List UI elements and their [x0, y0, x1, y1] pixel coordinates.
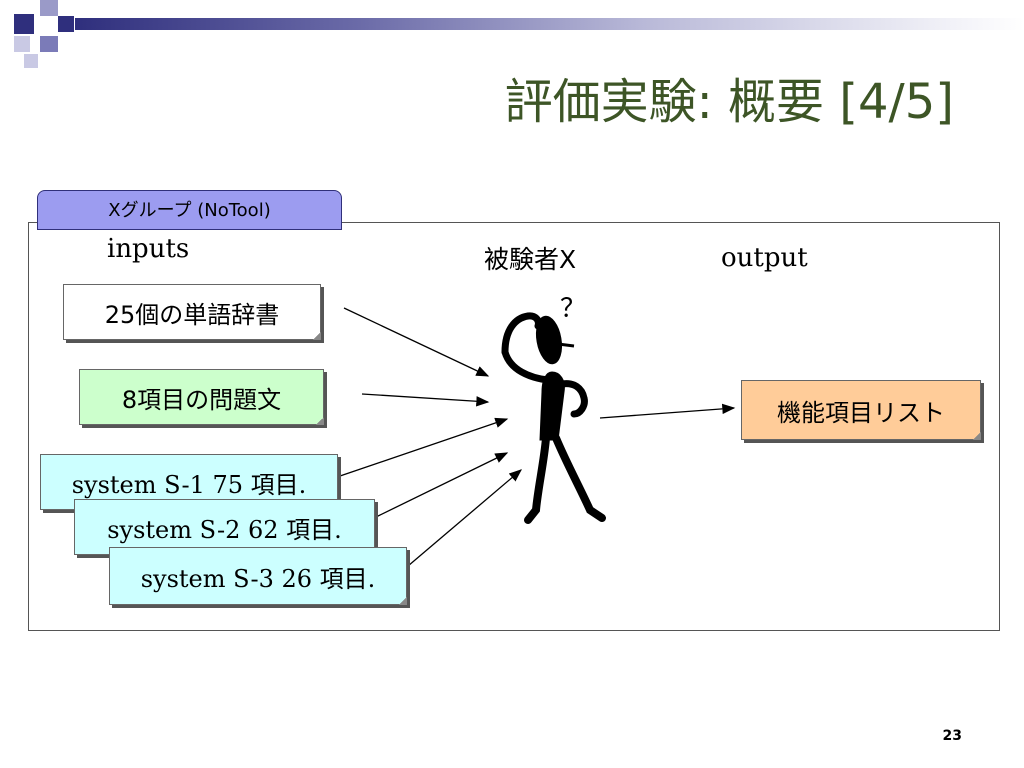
- slide-title: 評価実験: 概要 [4/5]: [504, 74, 954, 130]
- header-gradient-bar: [75, 18, 1024, 30]
- arrow-system3: [407, 469, 522, 567]
- corner-decoration-square: [58, 16, 74, 32]
- arrow-sentences: [361, 393, 490, 407]
- output-box: 機能項目リスト: [741, 380, 981, 440]
- dictionary-box: 25個の単語辞書: [63, 284, 321, 340]
- system-s2-box: system S-2 62 項目.: [74, 499, 375, 555]
- page-number: 23: [942, 728, 962, 744]
- corner-decoration-square: [40, 0, 58, 16]
- arrow-system2: [375, 452, 509, 518]
- sentences-box: 8項目の問題文: [79, 369, 324, 425]
- corner-decoration-square: [14, 36, 30, 52]
- corner-decoration-square: [24, 54, 38, 68]
- corner-decoration-square: [40, 36, 58, 52]
- arrow-dictionary: [343, 307, 490, 377]
- output-label: output: [721, 243, 808, 273]
- group-tab: Xグループ (NoTool): [37, 190, 342, 230]
- arrow-system1: [339, 417, 509, 477]
- arrow-output: [599, 403, 736, 419]
- subject-label: 被験者X: [484, 240, 576, 276]
- question-mark: ？: [560, 294, 587, 324]
- corner-decoration-square: [14, 14, 34, 34]
- thinking-person-icon: [501, 312, 606, 524]
- inputs-label: inputs: [107, 234, 190, 264]
- subject-label-text: 被験者X: [484, 245, 577, 274]
- system-s3-box: system S-3 26 項目.: [109, 547, 407, 605]
